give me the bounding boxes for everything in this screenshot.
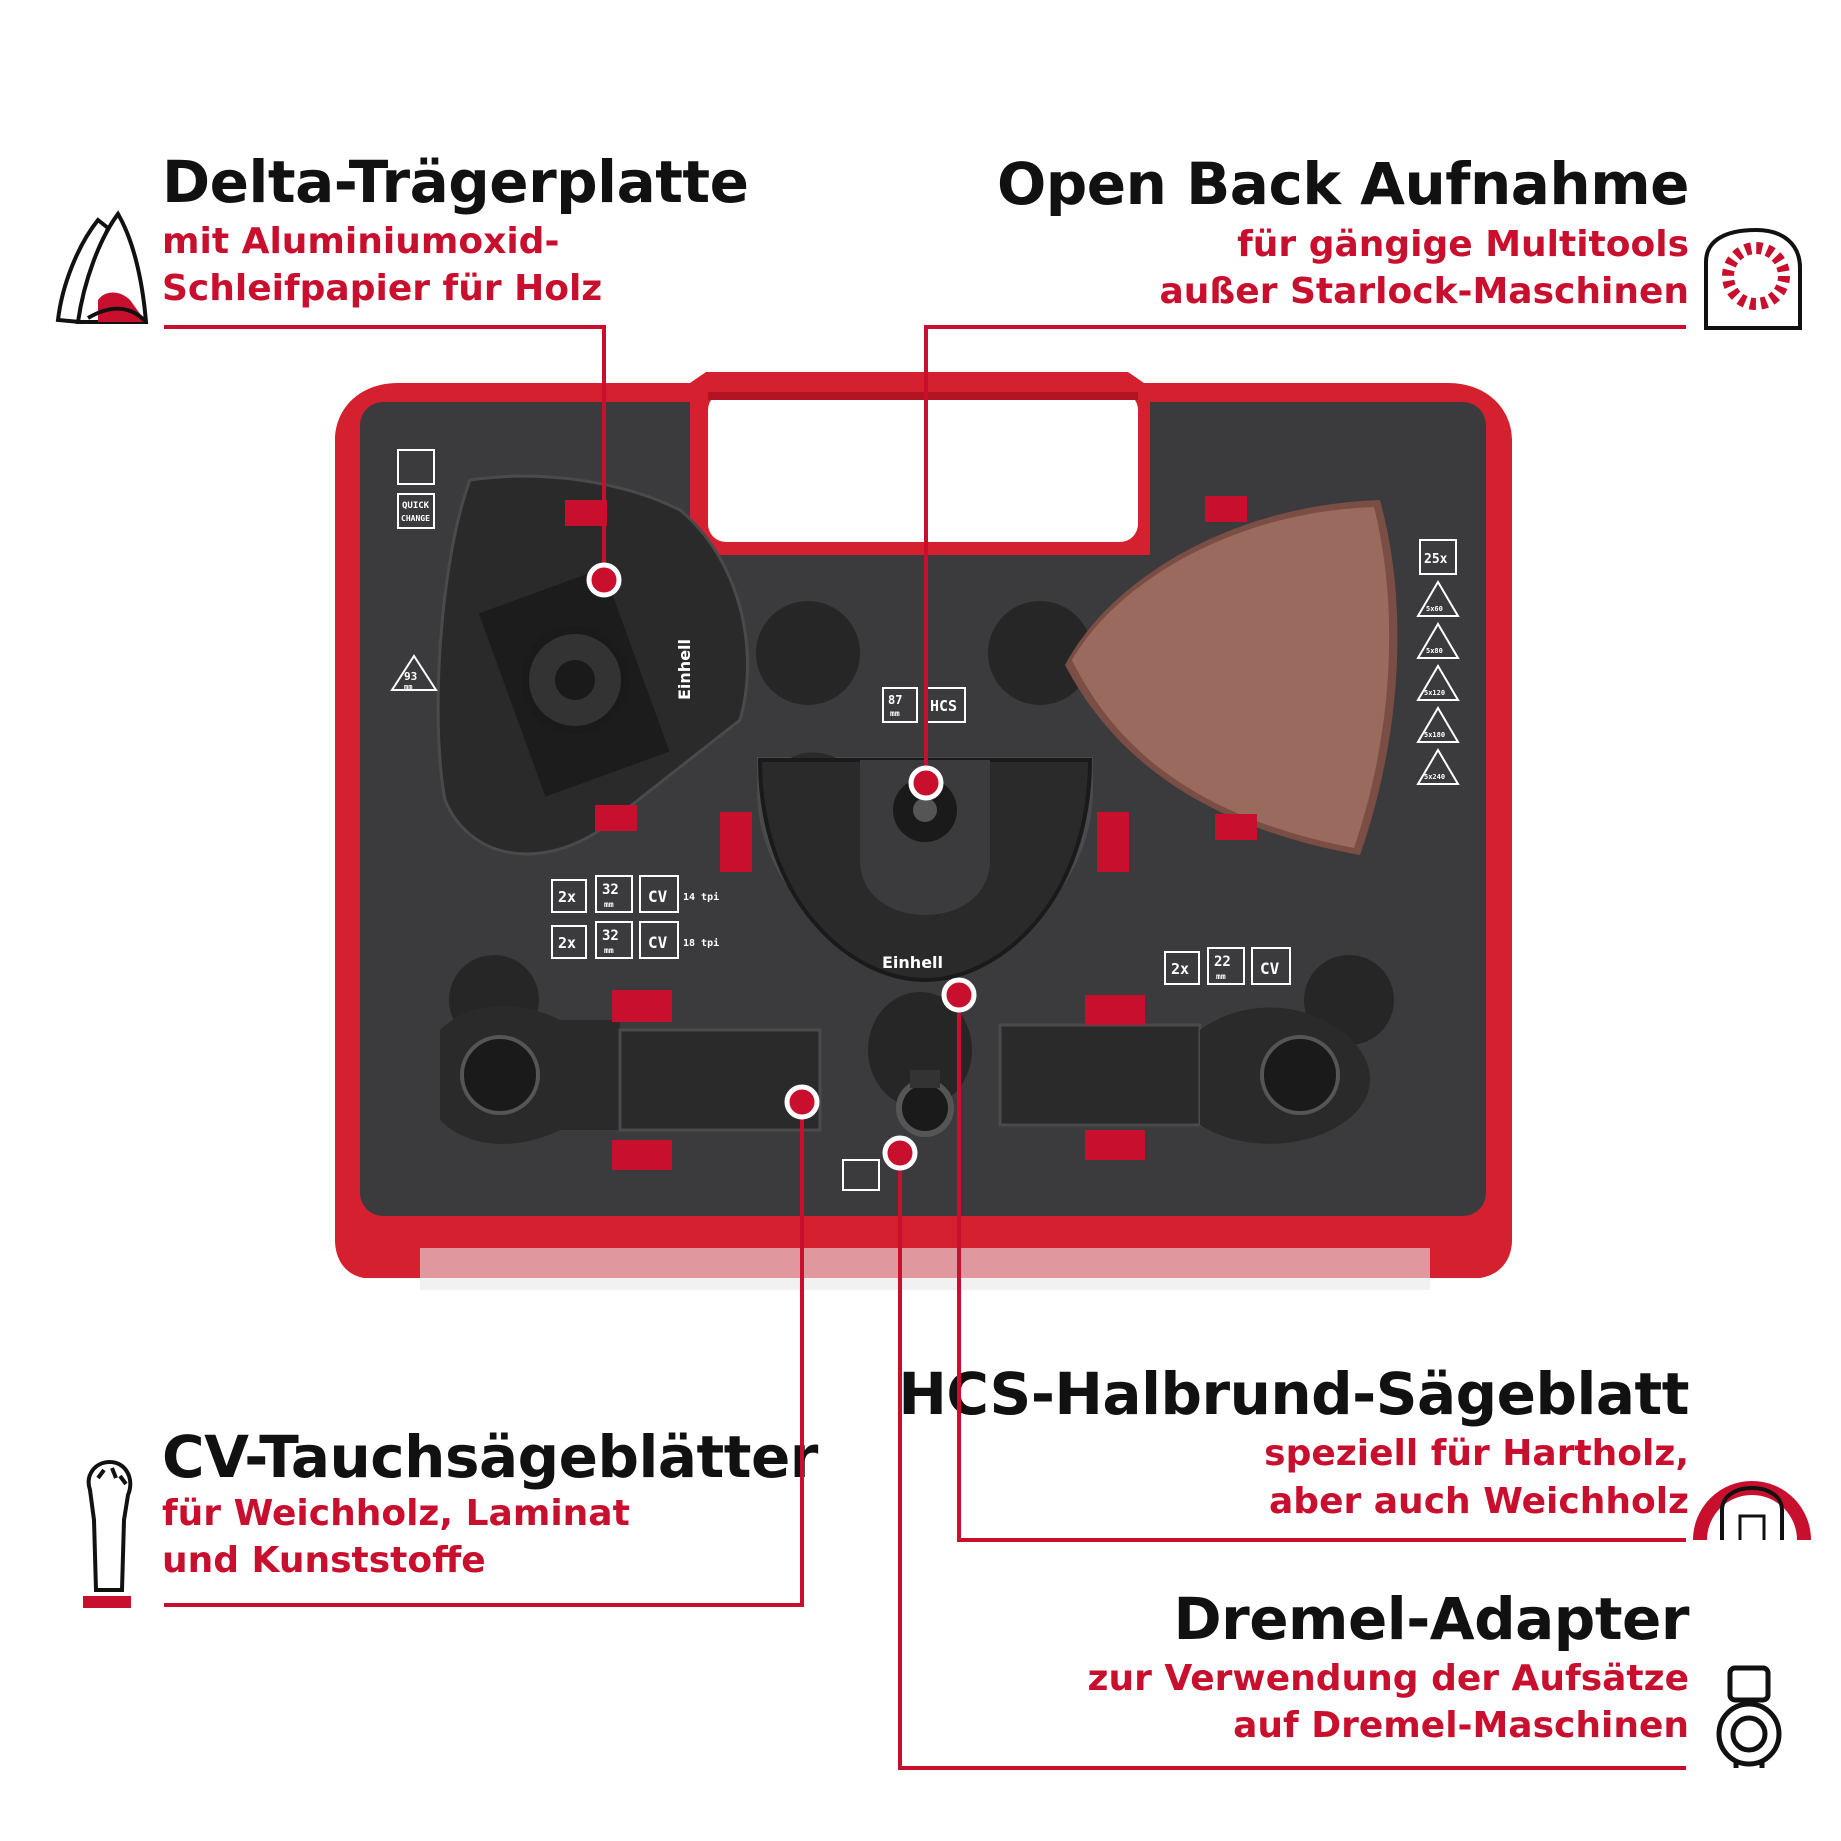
cv3-qty: 2x	[1171, 960, 1189, 978]
cv3-unit: mm	[1216, 972, 1226, 981]
leader-dremel	[898, 1153, 1686, 1770]
delta-sanding-plate: Einhell	[436, 474, 749, 856]
open-back-mount-icon	[1704, 227, 1802, 330]
hcs-label: HCS	[930, 697, 957, 715]
hcs-semicircle-blade: Einhell	[720, 752, 1129, 983]
leader-delta	[164, 325, 606, 580]
plunge-saw-blade-icon	[83, 1459, 133, 1608]
grit-4: 5x180	[1424, 731, 1445, 739]
quick-label: QUICK	[402, 501, 430, 511]
cv2-unit: mm	[604, 946, 614, 955]
cv2-material: CV	[648, 933, 668, 952]
delta-plate-line1: mit Aluminiumoxid-	[162, 221, 560, 262]
grit-1: 5x60	[1426, 605, 1443, 613]
cv1-tpi: 14 tpi	[683, 891, 719, 903]
leader-dots	[586, 562, 977, 1171]
grit-2: 5x80	[1426, 647, 1443, 655]
delta-sanding-plate-icon	[55, 210, 149, 325]
leader-hcs	[957, 995, 1686, 1542]
change-label: CHANGE	[401, 514, 430, 523]
cv1-material: CV	[648, 887, 668, 906]
tray-labels: QUICK CHANGE 93 mm 87 mm HCS 25x 5x60 5x…	[390, 449, 1460, 1191]
open-back-line1: für gängige Multitools	[1237, 224, 1689, 265]
cv-blades-title: CV-Tauchsägeblätter	[162, 1423, 818, 1491]
semicircle-saw-blade-icon	[1693, 1481, 1811, 1541]
delta-size-label: 93	[404, 670, 417, 683]
cv3-width: 22	[1214, 954, 1231, 970]
leader-open-back	[924, 325, 1686, 783]
dremel-adapter-line1: zur Verwendung der Aufsätze	[1087, 1658, 1690, 1699]
cv1-qty: 2x	[558, 888, 576, 906]
cv2-qty: 2x	[558, 934, 576, 952]
dremel-adapter-title: Dremel-Adapter	[1173, 1585, 1689, 1653]
hcs-blade-line2: aber auch Weichholz	[1269, 1481, 1689, 1522]
delta-plate-line2: Schleifpapier für Holz	[162, 268, 603, 309]
cv1-width: 32	[602, 882, 619, 898]
hcs-unit-label: mm	[890, 709, 900, 718]
delta-plate-title: Delta-Trägerplatte	[162, 148, 749, 216]
delta-brand: Einhell	[675, 639, 694, 700]
delta-unit-label: mm	[404, 683, 412, 691]
cv3-material: CV	[1260, 959, 1280, 978]
hcs-blade-line1: speziell für Hartholz,	[1264, 1433, 1689, 1474]
dremel-adapter-line2: auf Dremel-Maschinen	[1233, 1705, 1689, 1746]
hcs-brand: Einhell	[882, 953, 943, 972]
dremel-adapter-icon	[1716, 1665, 1782, 1768]
cv-plunge-blade-left	[440, 990, 822, 1170]
sandpaper-stack	[1065, 496, 1398, 855]
hcs-size-label: 87	[888, 693, 902, 707]
open-back-line2: außer Starlock-Maschinen	[1159, 271, 1689, 312]
cv2-tpi: 18 tpi	[683, 937, 719, 949]
grit-5: 5x240	[1424, 773, 1445, 781]
leader-lines	[164, 325, 1686, 1770]
cv2-width: 32	[602, 928, 619, 944]
sandpaper-count-label: 25x	[1424, 552, 1448, 567]
cv-blades-line2: und Kunststoffe	[162, 1540, 486, 1581]
dremel-adapter	[868, 992, 972, 1137]
open-back-title: Open Back Aufnahme	[996, 150, 1690, 218]
cv1-unit: mm	[604, 900, 614, 909]
cv-blades-line1: für Weichholz, Laminat	[162, 1493, 630, 1534]
leader-cv	[164, 1102, 804, 1607]
hcs-blade-title: HCS-Halbrund-Sägeblatt	[898, 1360, 1689, 1428]
grit-3: 5x120	[1424, 689, 1445, 697]
cv-plunge-blade-right	[998, 995, 1370, 1160]
